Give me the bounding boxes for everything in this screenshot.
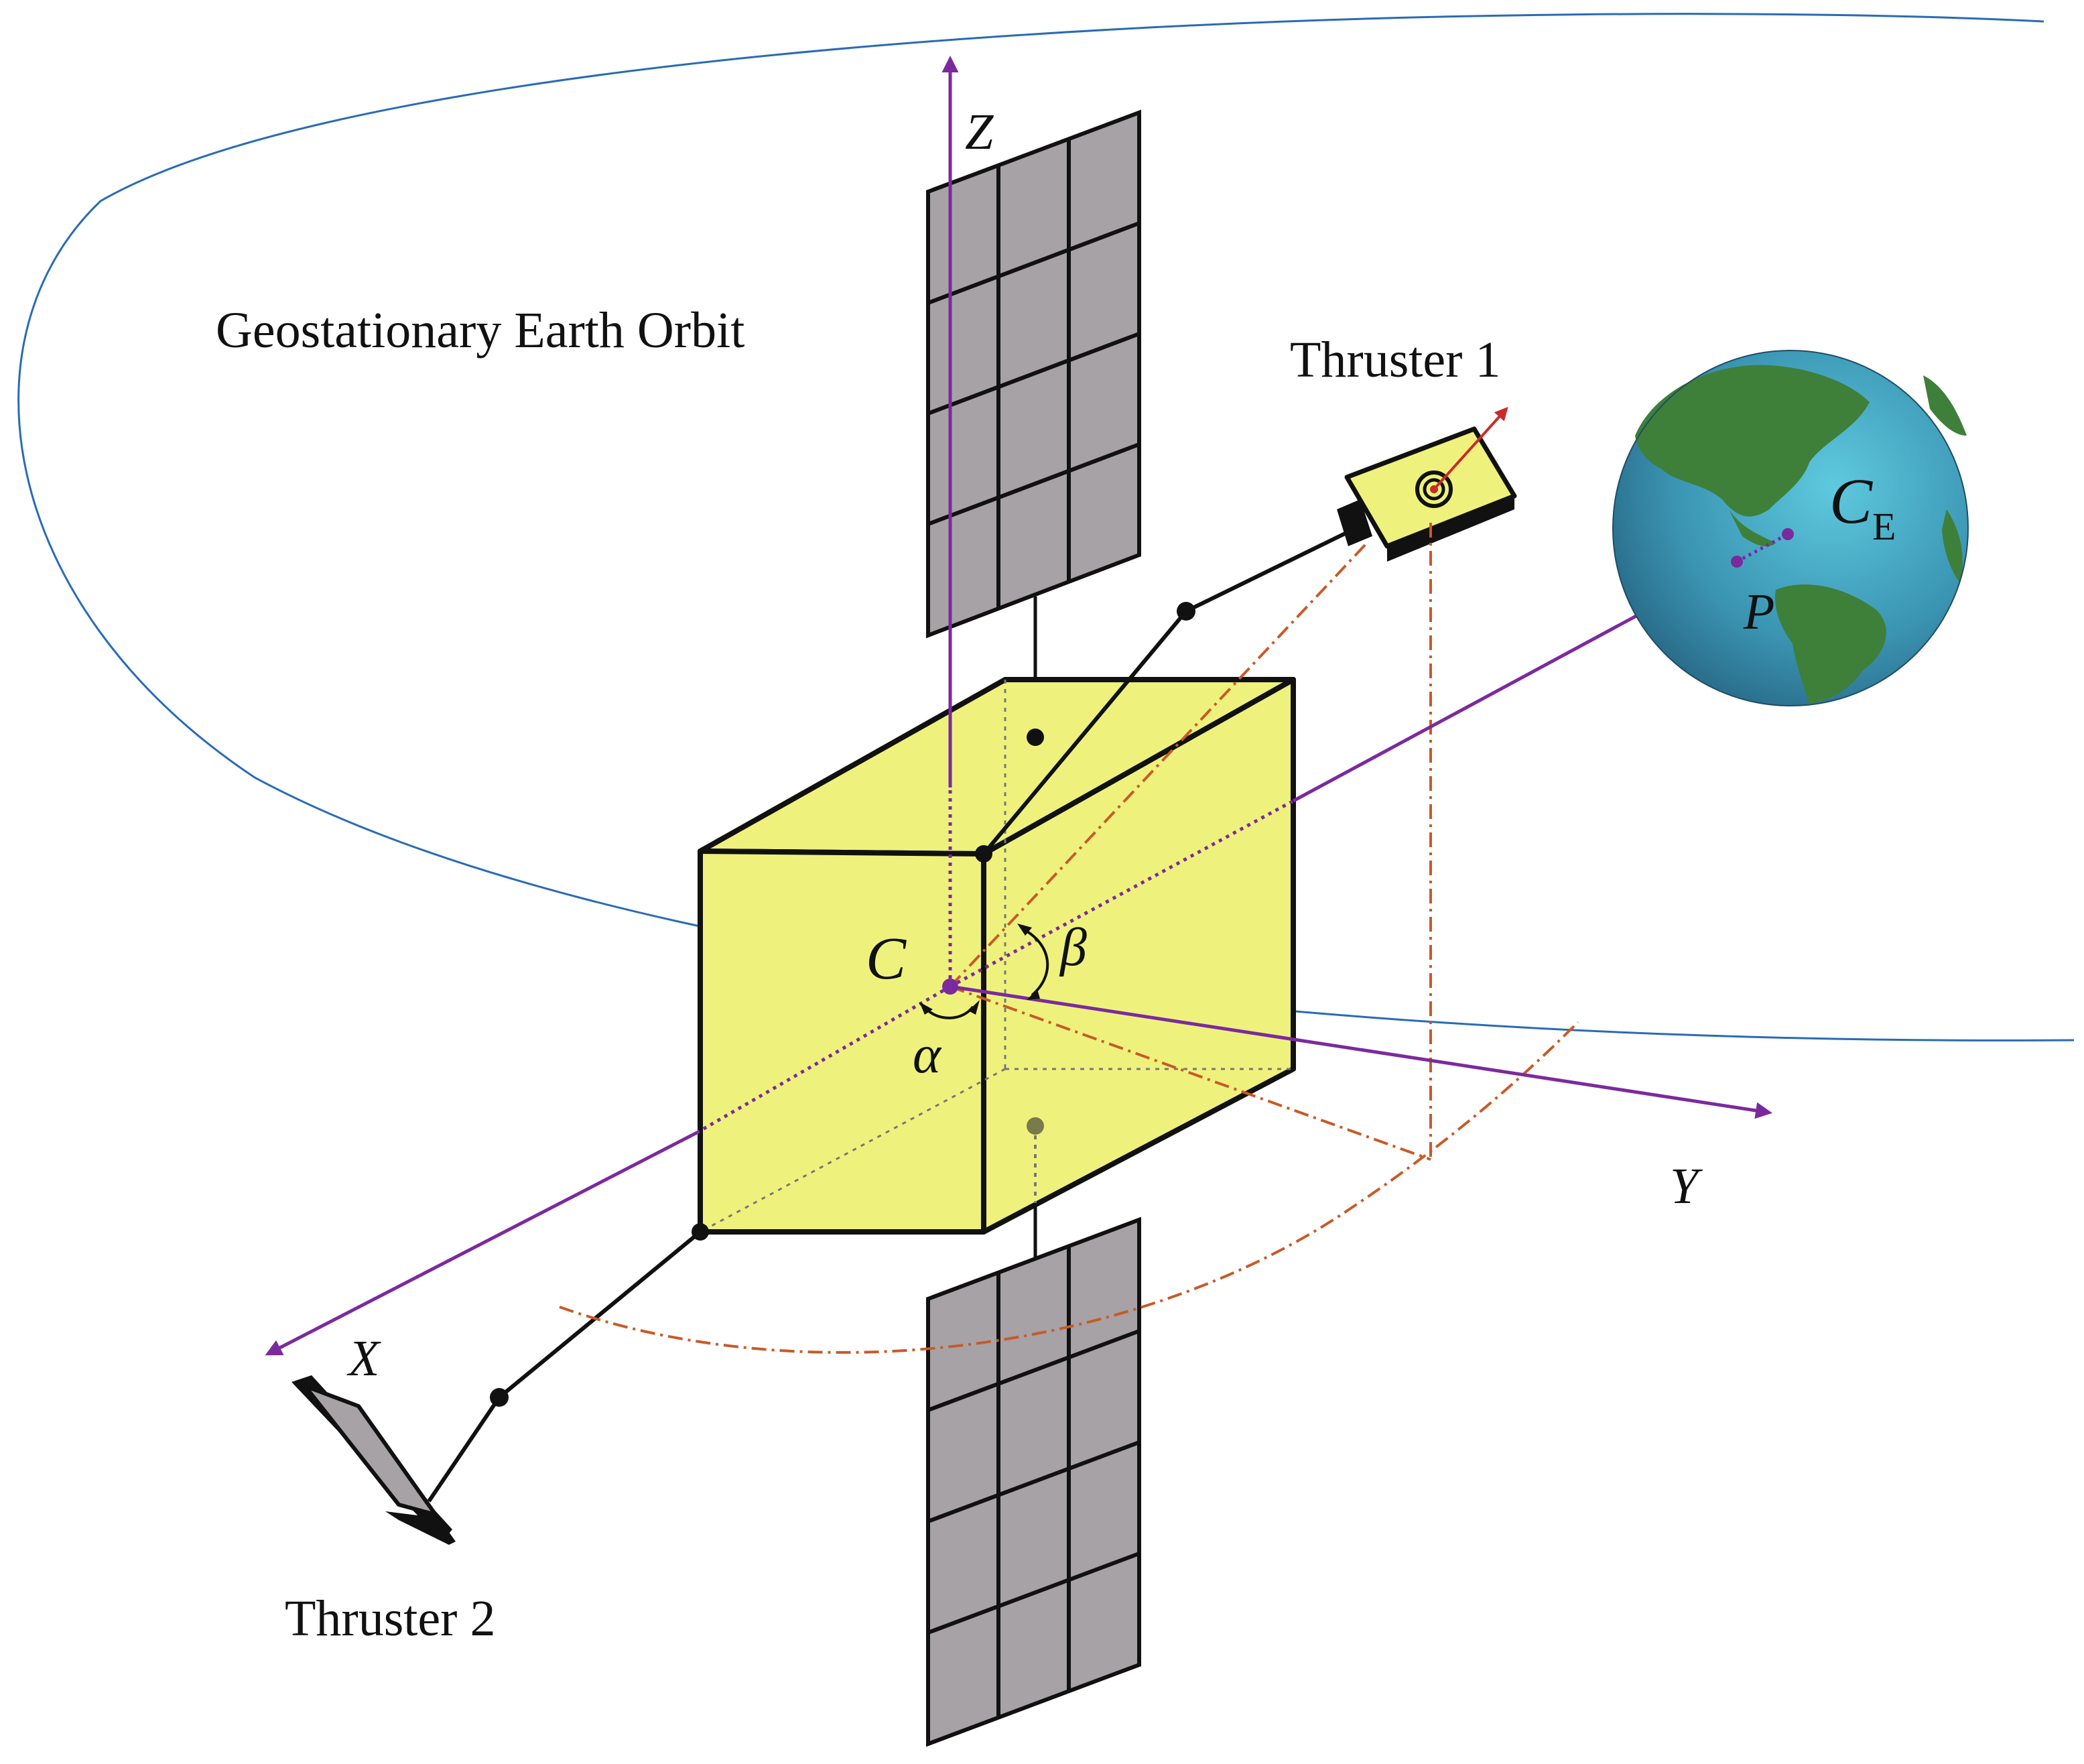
z-axis-label: Z (965, 104, 994, 160)
angle-alpha-arc (919, 1000, 980, 1019)
thruster1-block (1337, 426, 1517, 562)
x-axis (265, 1131, 698, 1356)
projection-construction-lines (559, 523, 1579, 1354)
thruster1-arm (975, 521, 1368, 863)
thrust-vector (1433, 407, 1508, 491)
center-label: C (866, 926, 907, 992)
thruster2-block (291, 1375, 456, 1545)
satellite-body (698, 677, 1296, 1235)
alpha-label: α (913, 1025, 942, 1084)
x-axis-label: X (346, 1330, 381, 1387)
lower-solar-panel (926, 1216, 1141, 1747)
angle-beta-arc (1017, 924, 1049, 1000)
point-p-label: P (1743, 584, 1774, 640)
thruster1-nozzle (1415, 470, 1453, 508)
earth-globe (1612, 350, 1969, 706)
earth-center-main: C (1829, 465, 1873, 537)
thruster2-label: Thruster 2 (285, 1590, 495, 1647)
earth-center-subscript: E (1872, 505, 1896, 548)
earth-center-label: CE (1829, 465, 1896, 548)
center-of-mass-c (942, 979, 958, 995)
beta-label: β (1059, 918, 1087, 977)
upper-strut-joint (1027, 729, 1044, 746)
lower-strut-joint-hidden (1027, 1117, 1044, 1135)
thruster2-arm (427, 1223, 709, 1503)
y-axis (950, 985, 1772, 1119)
orbit-label: Geostationary Earth Orbit (216, 302, 744, 359)
thruster1-label: Thruster 1 (1290, 332, 1500, 388)
upper-solar-panel (926, 109, 1141, 639)
y-axis-label: Y (1670, 1158, 1703, 1214)
